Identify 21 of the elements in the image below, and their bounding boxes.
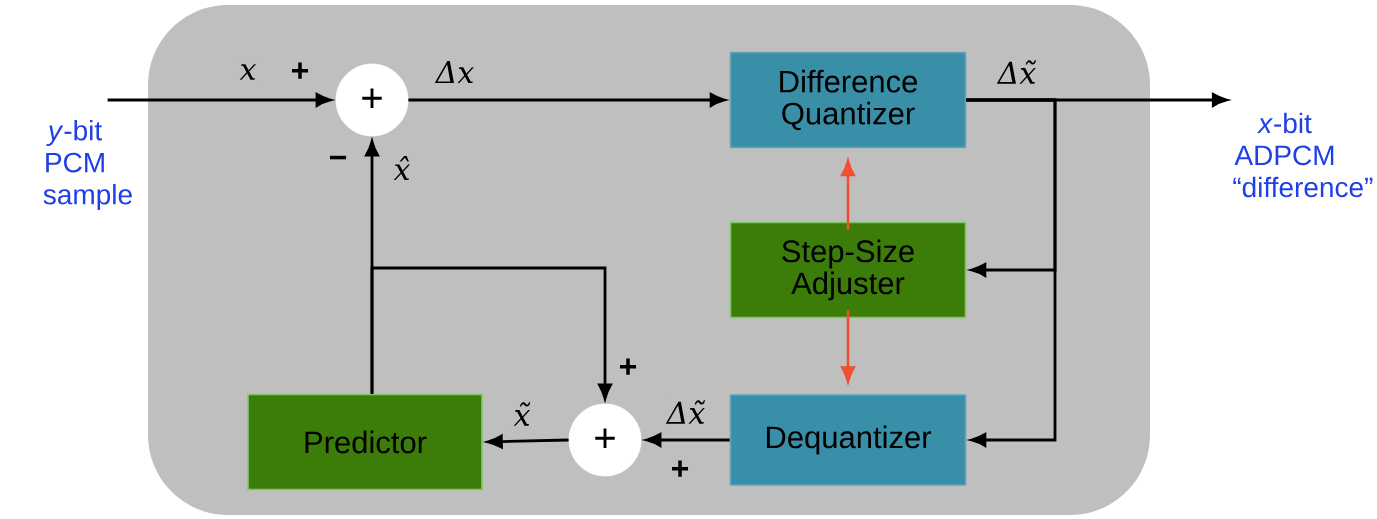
edge-label: x̂	[391, 154, 413, 182]
sign-label: +	[292, 62, 309, 79]
edge-label: x	[237, 62, 259, 82]
sign-label: +	[620, 358, 637, 375]
edge-label: Δx̃	[664, 398, 708, 426]
summing-junction: +	[335, 63, 409, 137]
sign-label: −	[330, 155, 347, 160]
process-box: Step-Size Adjuster	[729, 221, 967, 319]
arrow	[966, 98, 1057, 447]
io-label: x-bit ADPCM “difference”	[1233, 112, 1373, 198]
arrow	[486, 434, 569, 449]
edge-label: x̃	[511, 400, 533, 428]
process-box: Dequantizer	[729, 394, 967, 486]
process-box: Predictor	[247, 393, 483, 491]
process-box: Difference Quantizer	[729, 51, 967, 149]
arrow	[841, 310, 855, 383]
io-label: y-bit PCM sample	[43, 119, 132, 211]
edge-label: Δx̃	[995, 58, 1039, 86]
summing-junction: +	[568, 403, 642, 477]
edge-label: Δx	[433, 59, 477, 85]
sign-label: +	[672, 460, 689, 477]
